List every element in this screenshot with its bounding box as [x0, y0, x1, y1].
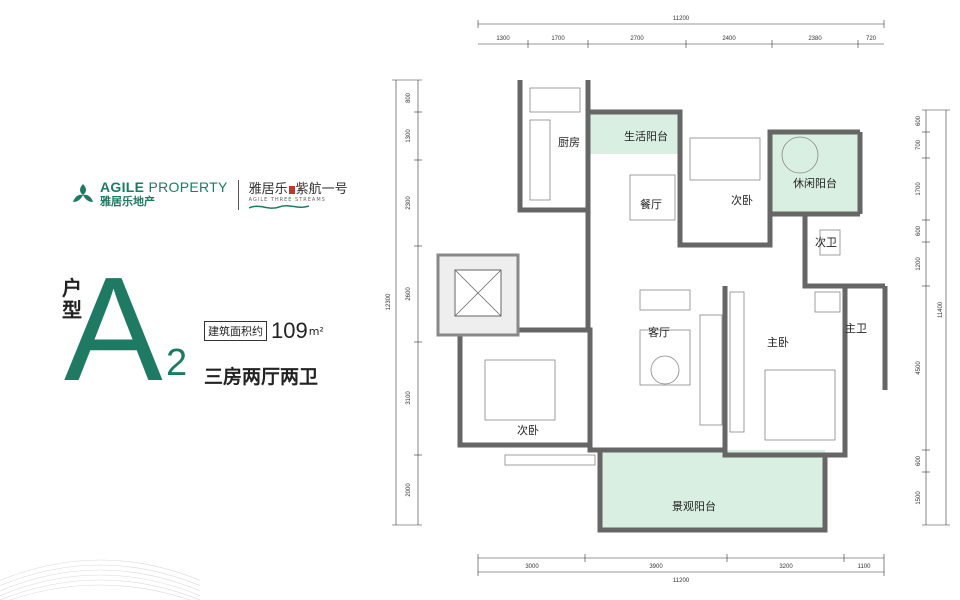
project-logo: 雅居乐紫航一号 AGILE THREE STREAMS — [248, 178, 348, 211]
area-value: 109 — [271, 318, 308, 343]
project-name-right: 紫航一号 — [295, 182, 348, 197]
area-label: 建筑面积约 — [204, 321, 267, 341]
top-dimensions — [477, 20, 885, 48]
decorative-arcs — [0, 559, 200, 600]
brand-name-en: AGILE PROPERTY — [100, 179, 228, 195]
dim-right-1: 600 — [916, 115, 922, 126]
dim-top-5: 2380 — [808, 36, 822, 42]
elevator-core — [436, 253, 520, 337]
type-label-hu: 户 — [62, 276, 82, 300]
unit-info-panel: AGILE PROPERTY 雅居乐地产 雅居乐紫航一号 AGILE THREE… — [0, 0, 380, 600]
room-master-bath: 主卫 — [845, 322, 867, 335]
agile-logo-icon — [73, 183, 93, 202]
room-second-bedroom-bottom: 次卧 — [517, 423, 539, 437]
room-second-bath: 次卫 — [815, 235, 837, 249]
area-info: 建筑面积约 109 m² — [204, 318, 324, 344]
dim-right-7: 600 — [916, 455, 922, 466]
furniture — [484, 87, 841, 466]
left-dimensions — [392, 79, 422, 526]
dim-bottom-4: 1100 — [858, 564, 872, 570]
dim-bottom-3: 3200 — [779, 564, 793, 570]
wave-icon — [248, 204, 309, 209]
dim-top-2: 1700 — [551, 36, 565, 42]
brand-name-cn: 雅居乐地产 — [100, 195, 155, 208]
right-dimensions — [922, 109, 950, 526]
leisure-balcony-area — [770, 132, 860, 214]
dim-right-2: 700 — [916, 139, 922, 150]
dim-left-3: 2300 — [406, 196, 412, 210]
room-master-bedroom: 主卧 — [767, 336, 789, 349]
dim-top-6: 720 — [866, 36, 877, 42]
dim-right-4: 600 — [916, 225, 922, 236]
dim-right-3: 1700 — [916, 182, 922, 196]
dim-left-2: 1300 — [406, 129, 412, 143]
seal-icon — [288, 185, 295, 194]
room-kitchen: 厨房 — [558, 136, 580, 149]
room-view-balcony: 景观阳台 — [672, 499, 716, 513]
area-unit: m² — [308, 324, 324, 338]
dim-top-1: 1300 — [496, 36, 510, 42]
project-name-left: 雅居乐 — [248, 182, 288, 197]
floor-plan: 11200 1300 1700 2700 2400 2380 720 3000 … — [386, 16, 950, 584]
dim-bottom-1: 3000 — [525, 564, 539, 570]
unit-type-letter: A — [64, 247, 163, 412]
brand-header: AGILE PROPERTY 雅居乐地产 雅居乐紫航一号 AGILE THREE… — [70, 178, 348, 211]
room-dining: 餐厅 — [640, 197, 662, 211]
type-label-xing: 型 — [62, 298, 82, 322]
project-sub: AGILE THREE STREAMS — [248, 197, 326, 203]
room-second-bedroom-top: 次卧 — [731, 193, 753, 207]
bottom-dimensions — [477, 554, 885, 576]
brand-text: AGILE PROPERTY 雅居乐地产 — [100, 180, 228, 209]
dim-left-6: 2000 — [406, 483, 412, 497]
dim-right-6: 4500 — [916, 361, 922, 375]
dim-right-8: 1500 — [916, 491, 922, 505]
view-balcony-area — [600, 450, 825, 530]
dim-top-total: 11200 — [673, 16, 690, 22]
dim-left-1: 800 — [406, 92, 412, 103]
dim-right-total: 11400 — [938, 301, 944, 318]
dim-bottom-2: 3900 — [649, 564, 663, 570]
dim-bottom-total: 11200 — [673, 578, 690, 584]
room-leisure-balcony: 休闲阳台 — [793, 176, 837, 190]
dim-left-5: 3100 — [406, 391, 412, 405]
room-utility-balcony: 生活阳台 — [624, 129, 668, 143]
dim-left-4: 2600 — [406, 287, 412, 301]
dim-left-total: 12300 — [386, 293, 392, 310]
utility-balcony-area — [590, 112, 680, 154]
dim-right-5: 1200 — [916, 257, 922, 271]
walls — [457, 80, 888, 533]
brand-divider — [237, 179, 239, 210]
unit-type-number: 2 — [166, 342, 188, 384]
room-living: 客厅 — [648, 325, 670, 339]
dim-top-4: 2400 — [722, 36, 736, 42]
dim-top-3: 2700 — [630, 36, 644, 42]
layout-type: 三房两厅两卫 — [204, 366, 319, 388]
